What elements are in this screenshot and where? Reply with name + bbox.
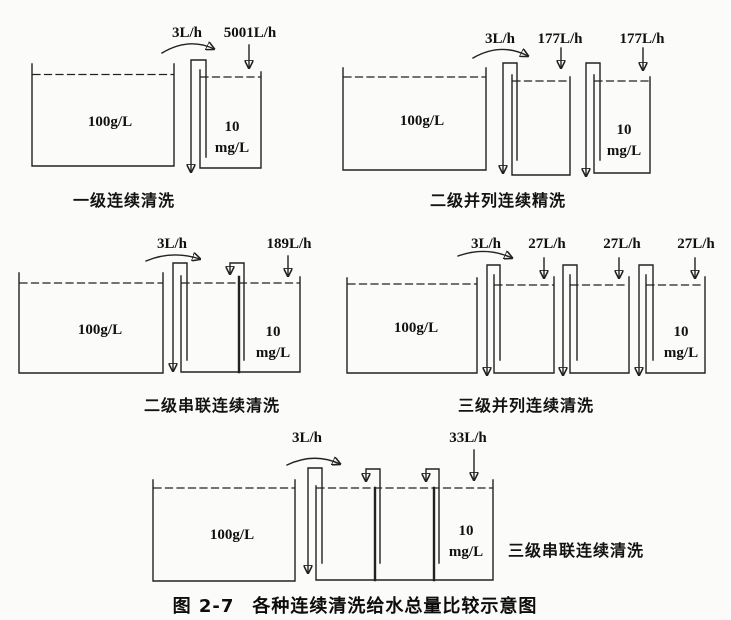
source-tank-outline	[152, 479, 296, 582]
source-concentration-label: 100g/L	[399, 113, 445, 129]
dragout-rate-label: 3L/h	[291, 430, 323, 446]
diagram-5-three-stage-series	[152, 449, 494, 582]
rinse-tank-outline	[645, 274, 706, 374]
overflow-pipe	[586, 62, 601, 176]
diagram-3-two-stage-series	[18, 255, 301, 374]
overflow-pipe	[191, 59, 207, 172]
dragout-rate-label: 3L/h	[470, 236, 502, 252]
rinse-concentration-label: 10 mg/L	[255, 324, 291, 361]
diagram-caption: 二级串联连续清洗	[143, 396, 281, 415]
diagram-1-single-stage	[31, 44, 262, 172]
transfer-pipe	[366, 468, 381, 564]
dragout-arrow-icon	[145, 255, 200, 262]
overflow-pipe	[487, 264, 501, 375]
transfer-pipe	[230, 262, 245, 361]
source-tank-outline	[342, 67, 487, 171]
rinse-tank-outline	[511, 74, 571, 176]
source-tank-outline	[346, 277, 478, 374]
rinse-concentration-label: 10 mg/L	[214, 119, 250, 156]
source-concentration-label: 100g/L	[87, 114, 133, 130]
rinse-tank-outline	[569, 274, 630, 374]
feed-rate-label: 5001L/h	[223, 25, 277, 41]
rinse-concentration-label: 10 mg/L	[606, 122, 642, 159]
feed-rate-label: 27L/h	[677, 236, 715, 252]
diagram-caption: 三级并列连续清洗	[457, 396, 595, 415]
source-tank-outline	[18, 272, 164, 374]
feed-rate-label: 189L/h	[266, 236, 312, 252]
diagram-2-two-stage-parallel	[342, 47, 651, 176]
rinse-tank-outline	[593, 74, 651, 174]
feed-rate-label: 177L/h	[537, 31, 583, 47]
diagram-caption: 三级串联连续清洗	[508, 541, 645, 560]
overflow-pipe	[308, 467, 323, 573]
rinse-tank-outline	[199, 69, 262, 169]
overflow-pipe	[563, 264, 578, 375]
overflow-pipe	[639, 264, 654, 375]
overflow-pipe	[503, 62, 518, 173]
source-concentration-label: 100g/L	[393, 320, 439, 336]
source-concentration-label: 100g/L	[209, 527, 255, 543]
rinse-concentration-label: 10 mg/L	[448, 523, 484, 560]
feed-rate-label: 27L/h	[603, 236, 641, 252]
diagram-caption: 一级连续清洗	[72, 191, 176, 210]
rinse-tank-outline	[493, 274, 555, 374]
diagram-4-three-stage-parallel	[346, 251, 706, 375]
source-tank-outline	[31, 63, 175, 167]
feed-rate-label: 27L/h	[528, 236, 566, 252]
rinse-vessel-outline	[180, 275, 301, 373]
dragout-arrow-icon	[457, 251, 512, 258]
feed-rate-label: 33L/h	[449, 430, 487, 446]
overflow-pipe	[173, 262, 188, 371]
dragout-arrow-icon	[161, 44, 214, 54]
figure-caption: 图 2-7 各种连续清洗给水总量比较示意图	[173, 592, 538, 618]
source-concentration-label: 100g/L	[77, 322, 123, 338]
figure-title: 各种连续清洗给水总量比较示意图	[252, 596, 538, 617]
rinse-vessel-outline	[315, 479, 494, 581]
dragout-rate-label: 3L/h	[484, 31, 516, 47]
rinse-concentration-label: 10 mg/L	[663, 324, 699, 361]
diagram-caption: 二级并列连续精洗	[429, 191, 567, 210]
dragout-arrow-icon	[286, 458, 340, 466]
dragout-rate-label: 3L/h	[171, 25, 203, 41]
transfer-pipe	[426, 468, 440, 564]
dragout-rate-label: 3L/h	[156, 236, 188, 252]
figure-number: 图 2-7	[172, 596, 235, 617]
feed-rate-label: 177L/h	[619, 31, 665, 47]
dragout-arrow-icon	[472, 49, 528, 59]
